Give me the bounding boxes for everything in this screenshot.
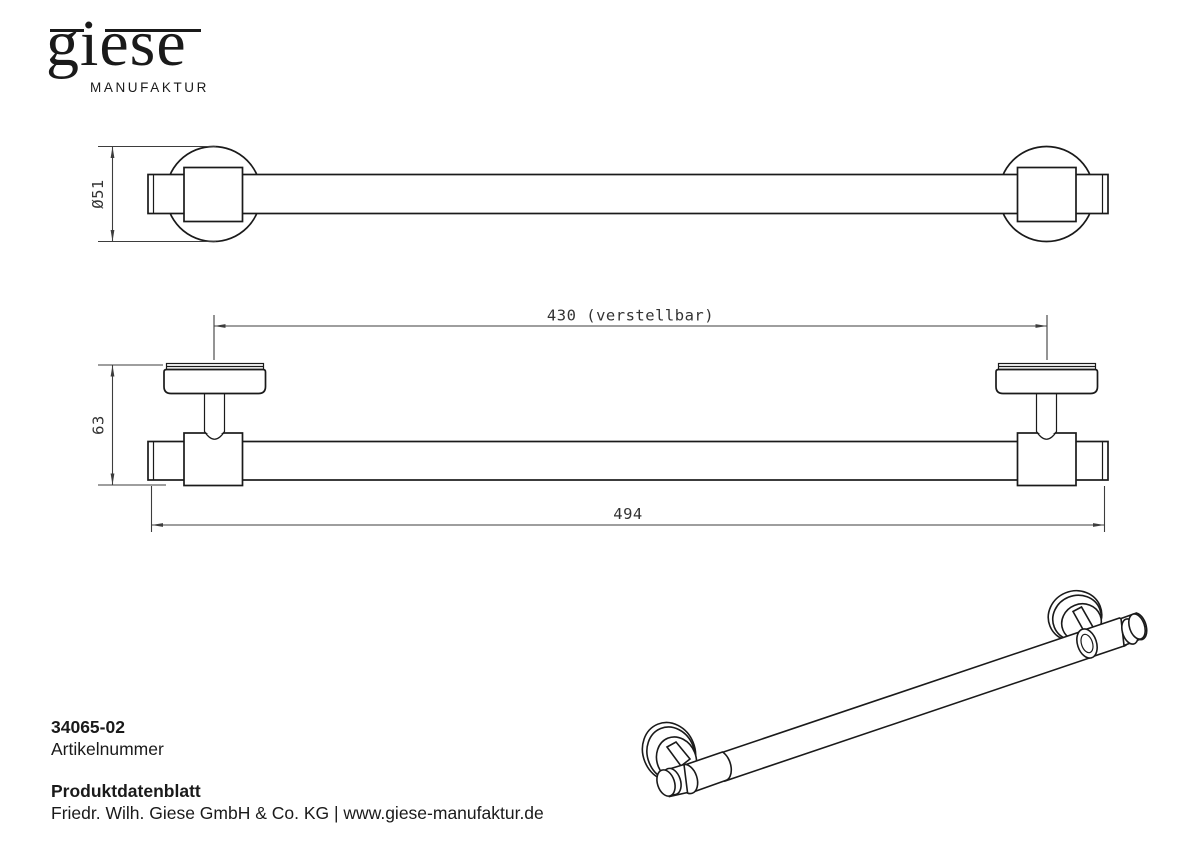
front-view-left-rosette (163, 362, 267, 395)
front-view-drawing (147, 362, 1109, 487)
perspective-bar (721, 628, 1091, 783)
dim-adjustable-label: 430 (verstellbar) (547, 307, 714, 325)
perspective-left-stem (665, 740, 692, 768)
logo-overline-right (105, 29, 201, 32)
dimension-height: 63 (90, 364, 166, 486)
logo-overline-left (50, 29, 84, 32)
perspective-view-drawing (641, 589, 1148, 798)
top-view-right-holder (1016, 166, 1077, 223)
front-view-left-stem (203, 392, 226, 440)
top-view-bar (147, 173, 1109, 215)
perspective-left-endcap (656, 763, 689, 798)
dimension-adjustable-width: 430 (verstellbar) (213, 307, 1048, 360)
logo-subtitle: MANUFAKTUR (90, 80, 210, 95)
dim-overall-label: 494 (613, 505, 643, 523)
perspective-right-sleeve (1076, 617, 1131, 659)
top-view-drawing (147, 145, 1109, 243)
top-view-left-holder (183, 166, 244, 223)
perspective-right-endcap (1120, 612, 1148, 647)
dim-height-label: 63 (90, 415, 108, 435)
article-number-block: 34065-02 Artikelnummer (51, 716, 164, 760)
dim-diameter-label: Ø51 (89, 179, 107, 209)
article-number-label: Artikelnummer (51, 739, 164, 759)
front-view-bar (147, 440, 1109, 481)
front-view-left-holder (183, 432, 244, 487)
front-view-right-rosette (995, 362, 1099, 395)
dimension-diameter: Ø51 (89, 145, 216, 243)
company-line: Friedr. Wilh. Giese GmbH & Co. KG | www.… (51, 803, 544, 823)
article-number: 34065-02 (51, 717, 125, 737)
dimension-overall-width: 494 (150, 486, 1106, 532)
front-view-right-stem (1035, 392, 1058, 440)
front-view-right-holder (1016, 432, 1077, 487)
document-type: Produktdatenblatt (51, 781, 201, 801)
logo-wordmark: giese (46, 7, 187, 80)
document-info-block: Produktdatenblatt Friedr. Wilh. Giese Gm… (51, 780, 544, 824)
giese-logo: giese MANUFAKTUR (44, 11, 224, 110)
